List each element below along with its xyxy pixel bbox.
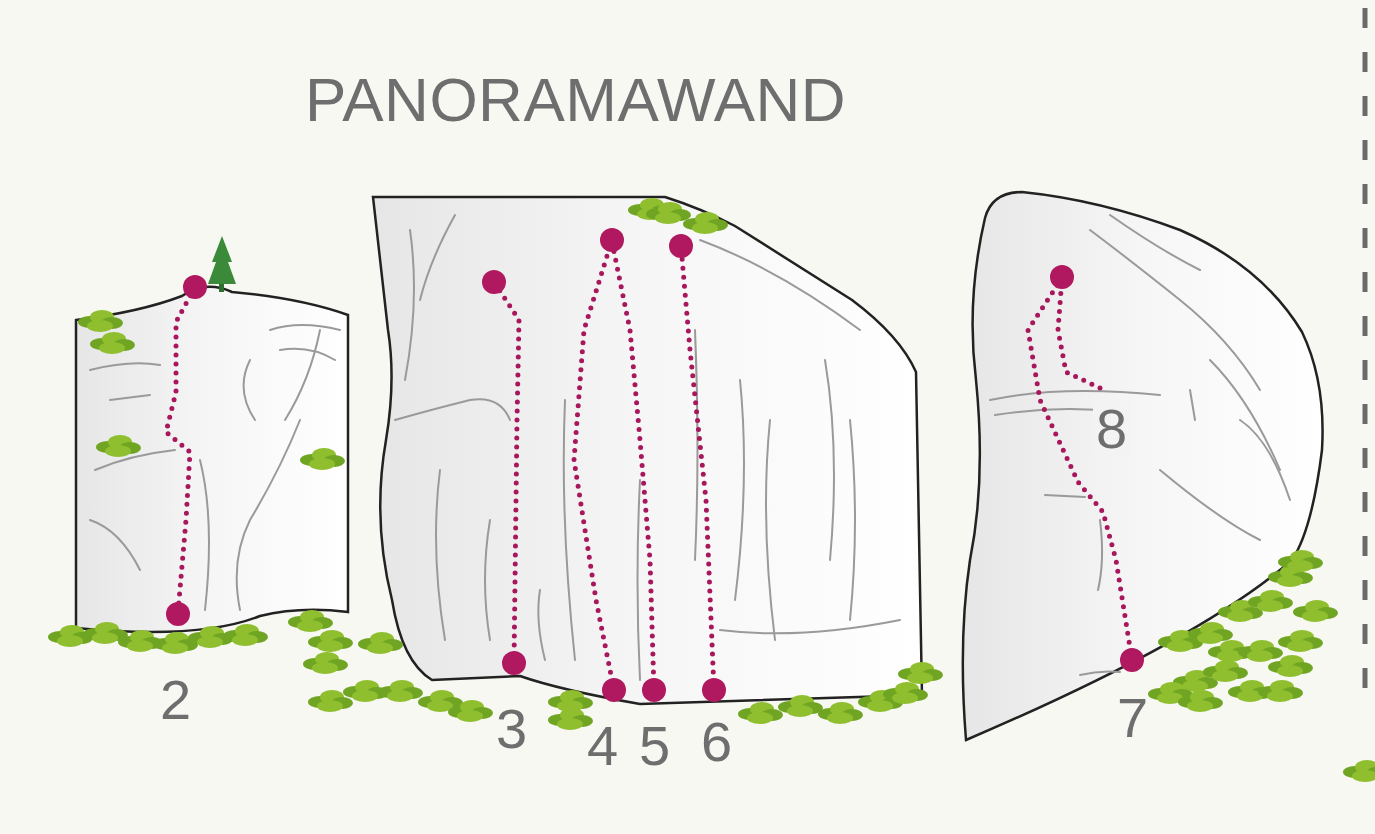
grass-leaf [309, 458, 335, 470]
grass-leaf [1187, 700, 1213, 712]
grass-leaf [892, 692, 918, 704]
climbing-routes [166, 240, 1132, 690]
grass-leaf [367, 642, 393, 654]
grass-leaf [105, 445, 131, 457]
grass-leaf [1212, 670, 1238, 682]
route-number: 2 [160, 672, 191, 728]
page-edge [1363, 8, 1368, 700]
grass-leaf [162, 642, 188, 654]
route-number: 3 [496, 701, 527, 757]
grass-leaf [1167, 640, 1193, 652]
wall-title: PANORAMAWAND [305, 69, 846, 131]
grass-leaf [1227, 610, 1253, 622]
grass-leaf [1287, 560, 1313, 572]
grass-leaf [317, 700, 343, 712]
grass-leaf [747, 712, 773, 724]
grass-leaf [1247, 650, 1273, 662]
tree [208, 236, 236, 292]
grass-leaf [827, 712, 853, 724]
grass-leaf [907, 672, 933, 684]
grass-leaf [1287, 640, 1313, 652]
rock-outline [963, 192, 1323, 740]
grass-leaf [92, 632, 118, 644]
grass-leaf [197, 636, 223, 648]
grass-leaf [127, 640, 153, 652]
grass-leaf [57, 635, 83, 647]
grass-leaf [1302, 610, 1328, 622]
grass-leaf [692, 222, 718, 234]
grass-leaf [1277, 575, 1303, 587]
rock-outline [373, 197, 922, 704]
grass-leaf [1197, 632, 1223, 644]
grass-leaf [1257, 600, 1283, 612]
grass-leaf [1352, 770, 1375, 782]
route-points [166, 228, 1144, 702]
grass-leaf [297, 620, 323, 632]
rock-cracks [90, 215, 1290, 680]
route-number: 5 [639, 718, 670, 774]
grass-clumps [48, 198, 1375, 782]
grass-leaf [1267, 690, 1293, 702]
grass-leaf [87, 320, 113, 332]
route-number: 6 [701, 714, 732, 770]
grass-leaf [1277, 665, 1303, 677]
grass-leaf [352, 690, 378, 702]
grass-leaf [655, 212, 681, 224]
route-number: 8 [1093, 401, 1130, 457]
grass-leaf [787, 705, 813, 717]
route-number: 7 [1117, 690, 1148, 746]
grass-leaf [312, 662, 338, 674]
grass-leaf [387, 690, 413, 702]
grass-leaf [457, 710, 483, 722]
route-number: 4 [587, 718, 618, 774]
grass-leaf [557, 718, 583, 730]
grass-leaf [867, 700, 893, 712]
grass-leaf [99, 342, 125, 354]
grass-leaf [317, 640, 343, 652]
rock-outline [76, 287, 348, 632]
grass-leaf [232, 634, 258, 646]
